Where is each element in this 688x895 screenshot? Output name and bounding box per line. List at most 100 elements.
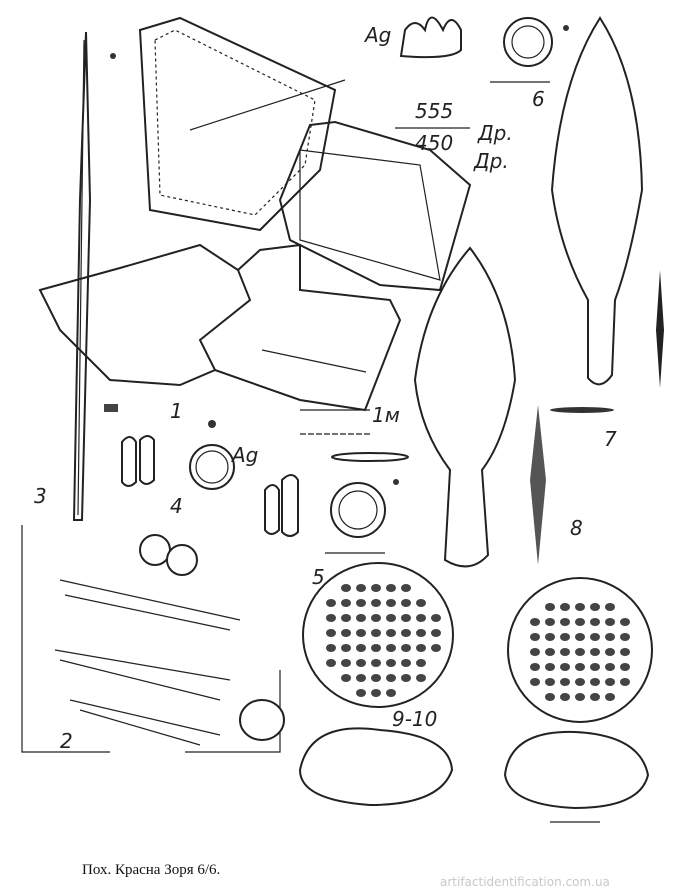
dr-bottom-label: Др. bbox=[473, 149, 509, 173]
stone-pit bbox=[341, 599, 351, 607]
stone-pit bbox=[341, 674, 351, 682]
stone-pit bbox=[560, 678, 570, 686]
stone-pit bbox=[590, 618, 600, 626]
stone-pit bbox=[386, 689, 396, 697]
fig2-label: 2 bbox=[60, 729, 73, 753]
stone-pit bbox=[401, 674, 411, 682]
stone-pit bbox=[545, 618, 555, 626]
fig7-label: 7 bbox=[604, 427, 617, 451]
stone-pit bbox=[545, 678, 555, 686]
stone-pit bbox=[590, 633, 600, 641]
depth-bottom-label: 450 bbox=[415, 131, 453, 155]
stone-pit bbox=[575, 603, 585, 611]
stone-pit bbox=[401, 659, 411, 667]
stone-pit bbox=[620, 618, 630, 626]
dr-top-label: Др. bbox=[477, 121, 513, 145]
stone-pit bbox=[371, 674, 381, 682]
stone-pit bbox=[386, 584, 396, 592]
stone-pit bbox=[560, 603, 570, 611]
fig7-spearhead bbox=[550, 16, 664, 413]
stone-pit bbox=[401, 629, 411, 637]
stone-pit bbox=[431, 629, 441, 637]
stone-pit bbox=[326, 629, 336, 637]
stone-pit bbox=[386, 599, 396, 607]
stone-pit bbox=[356, 659, 366, 667]
stone-pit bbox=[371, 629, 381, 637]
stone-pit bbox=[356, 644, 366, 652]
fig9-10-stones bbox=[298, 562, 653, 823]
stone-pit bbox=[416, 629, 426, 637]
stone-pit bbox=[356, 629, 366, 637]
fig3-rod bbox=[72, 31, 118, 521]
stone-pit bbox=[620, 648, 630, 656]
stone-pit bbox=[371, 689, 381, 697]
stone-pit bbox=[386, 644, 396, 652]
fig4-label: 4 bbox=[170, 494, 183, 518]
stone-pit bbox=[560, 663, 570, 671]
fig9-10-label: 9-10 bbox=[392, 707, 437, 731]
stone-pit bbox=[401, 584, 411, 592]
silver-label-b: Ag bbox=[230, 443, 258, 467]
stone-pit bbox=[401, 599, 411, 607]
stone-pit bbox=[545, 693, 555, 701]
stone-pit bbox=[575, 633, 585, 641]
stone-pit bbox=[530, 633, 540, 641]
stone-pit bbox=[590, 648, 600, 656]
stone-pit bbox=[605, 603, 615, 611]
stone-pit bbox=[416, 599, 426, 607]
fig2-skeleton bbox=[21, 525, 285, 753]
stone-pit bbox=[575, 693, 585, 701]
fig1-grave-plan bbox=[38, 16, 472, 435]
stone-pit bbox=[560, 693, 570, 701]
fig1-label: 1 bbox=[170, 399, 183, 423]
scale-1m-label: 1м bbox=[372, 403, 400, 427]
silver-label-a: Ag bbox=[363, 23, 391, 47]
fig8-spearhead bbox=[413, 246, 546, 568]
stone-pit bbox=[575, 663, 585, 671]
stone-pit bbox=[416, 674, 426, 682]
stone-pit bbox=[341, 629, 351, 637]
stone-pit bbox=[545, 663, 555, 671]
stone-pit bbox=[590, 603, 600, 611]
stone-pit bbox=[575, 678, 585, 686]
stone-pit bbox=[356, 689, 366, 697]
fig5-spiral-and-ring bbox=[264, 452, 409, 554]
stone-pit bbox=[590, 663, 600, 671]
stone-pit bbox=[605, 618, 615, 626]
fig6-spiral-and-ring bbox=[399, 16, 569, 83]
stone-pit bbox=[605, 633, 615, 641]
stone-pit bbox=[326, 644, 336, 652]
depth-top-label: 555 bbox=[415, 99, 453, 123]
stone-pit bbox=[416, 614, 426, 622]
stone-pit bbox=[575, 648, 585, 656]
stone-pit bbox=[371, 659, 381, 667]
stone-pit bbox=[416, 644, 426, 652]
stone-pit bbox=[356, 614, 366, 622]
stone-pit bbox=[605, 678, 615, 686]
fig6-label: 6 bbox=[532, 87, 545, 111]
stone-pit bbox=[620, 678, 630, 686]
stone-pit bbox=[326, 659, 336, 667]
stone-pit bbox=[341, 644, 351, 652]
stone-pit bbox=[590, 678, 600, 686]
fig5-label: 5 bbox=[312, 565, 325, 589]
stone-pit bbox=[401, 644, 411, 652]
stone-pit bbox=[560, 618, 570, 626]
stone-pit bbox=[326, 599, 336, 607]
stone-pit bbox=[356, 674, 366, 682]
stone-pit bbox=[530, 648, 540, 656]
stone-pit bbox=[620, 663, 630, 671]
stone-pit bbox=[545, 603, 555, 611]
stone-pit bbox=[401, 614, 411, 622]
stone-pit bbox=[605, 693, 615, 701]
stone-pit bbox=[416, 659, 426, 667]
stone-pit bbox=[356, 584, 366, 592]
stone-pit bbox=[530, 618, 540, 626]
stone-pit bbox=[530, 678, 540, 686]
stone-pit bbox=[431, 644, 441, 652]
fig4-spiral-and-ring bbox=[121, 420, 235, 490]
stone-pit bbox=[431, 614, 441, 622]
stone-pit bbox=[371, 644, 381, 652]
watermark-text: artifactidentification.com.ua bbox=[440, 875, 610, 889]
